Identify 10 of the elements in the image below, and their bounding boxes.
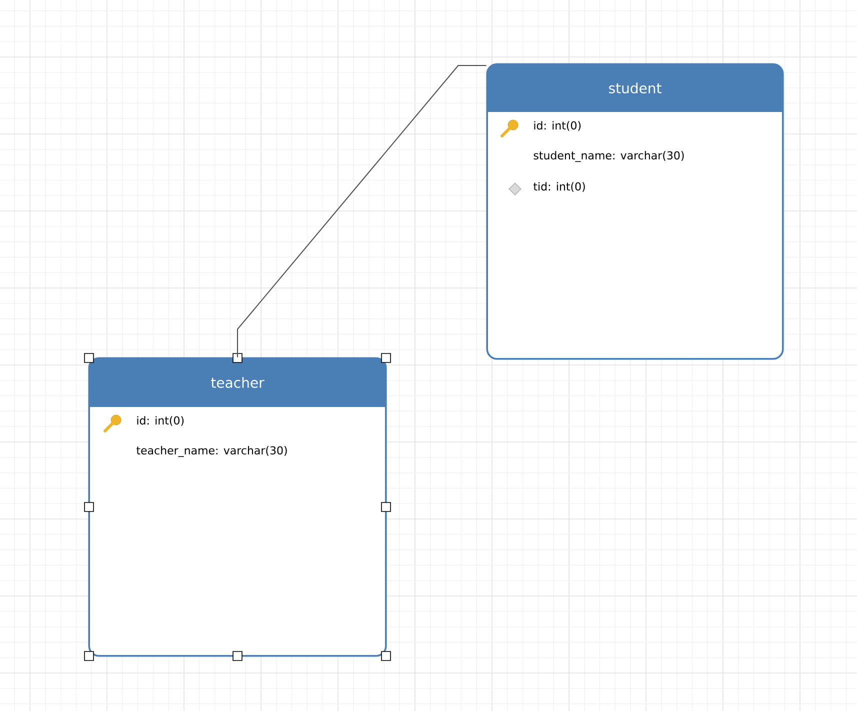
connector-line — [237, 65, 487, 358]
field-row: tid: int(0) — [534, 182, 585, 192]
field-row: id: int(0) — [137, 416, 184, 426]
field-row: id: int(0) — [534, 121, 581, 131]
table-title: student — [609, 82, 662, 94]
table-box — [486, 63, 784, 360]
table-title: teacher — [211, 377, 264, 388]
table-box — [88, 357, 387, 657]
field-row: student_name: varchar(30) — [534, 151, 684, 162]
field-row: teacher_name: varchar(30) — [136, 446, 287, 457]
